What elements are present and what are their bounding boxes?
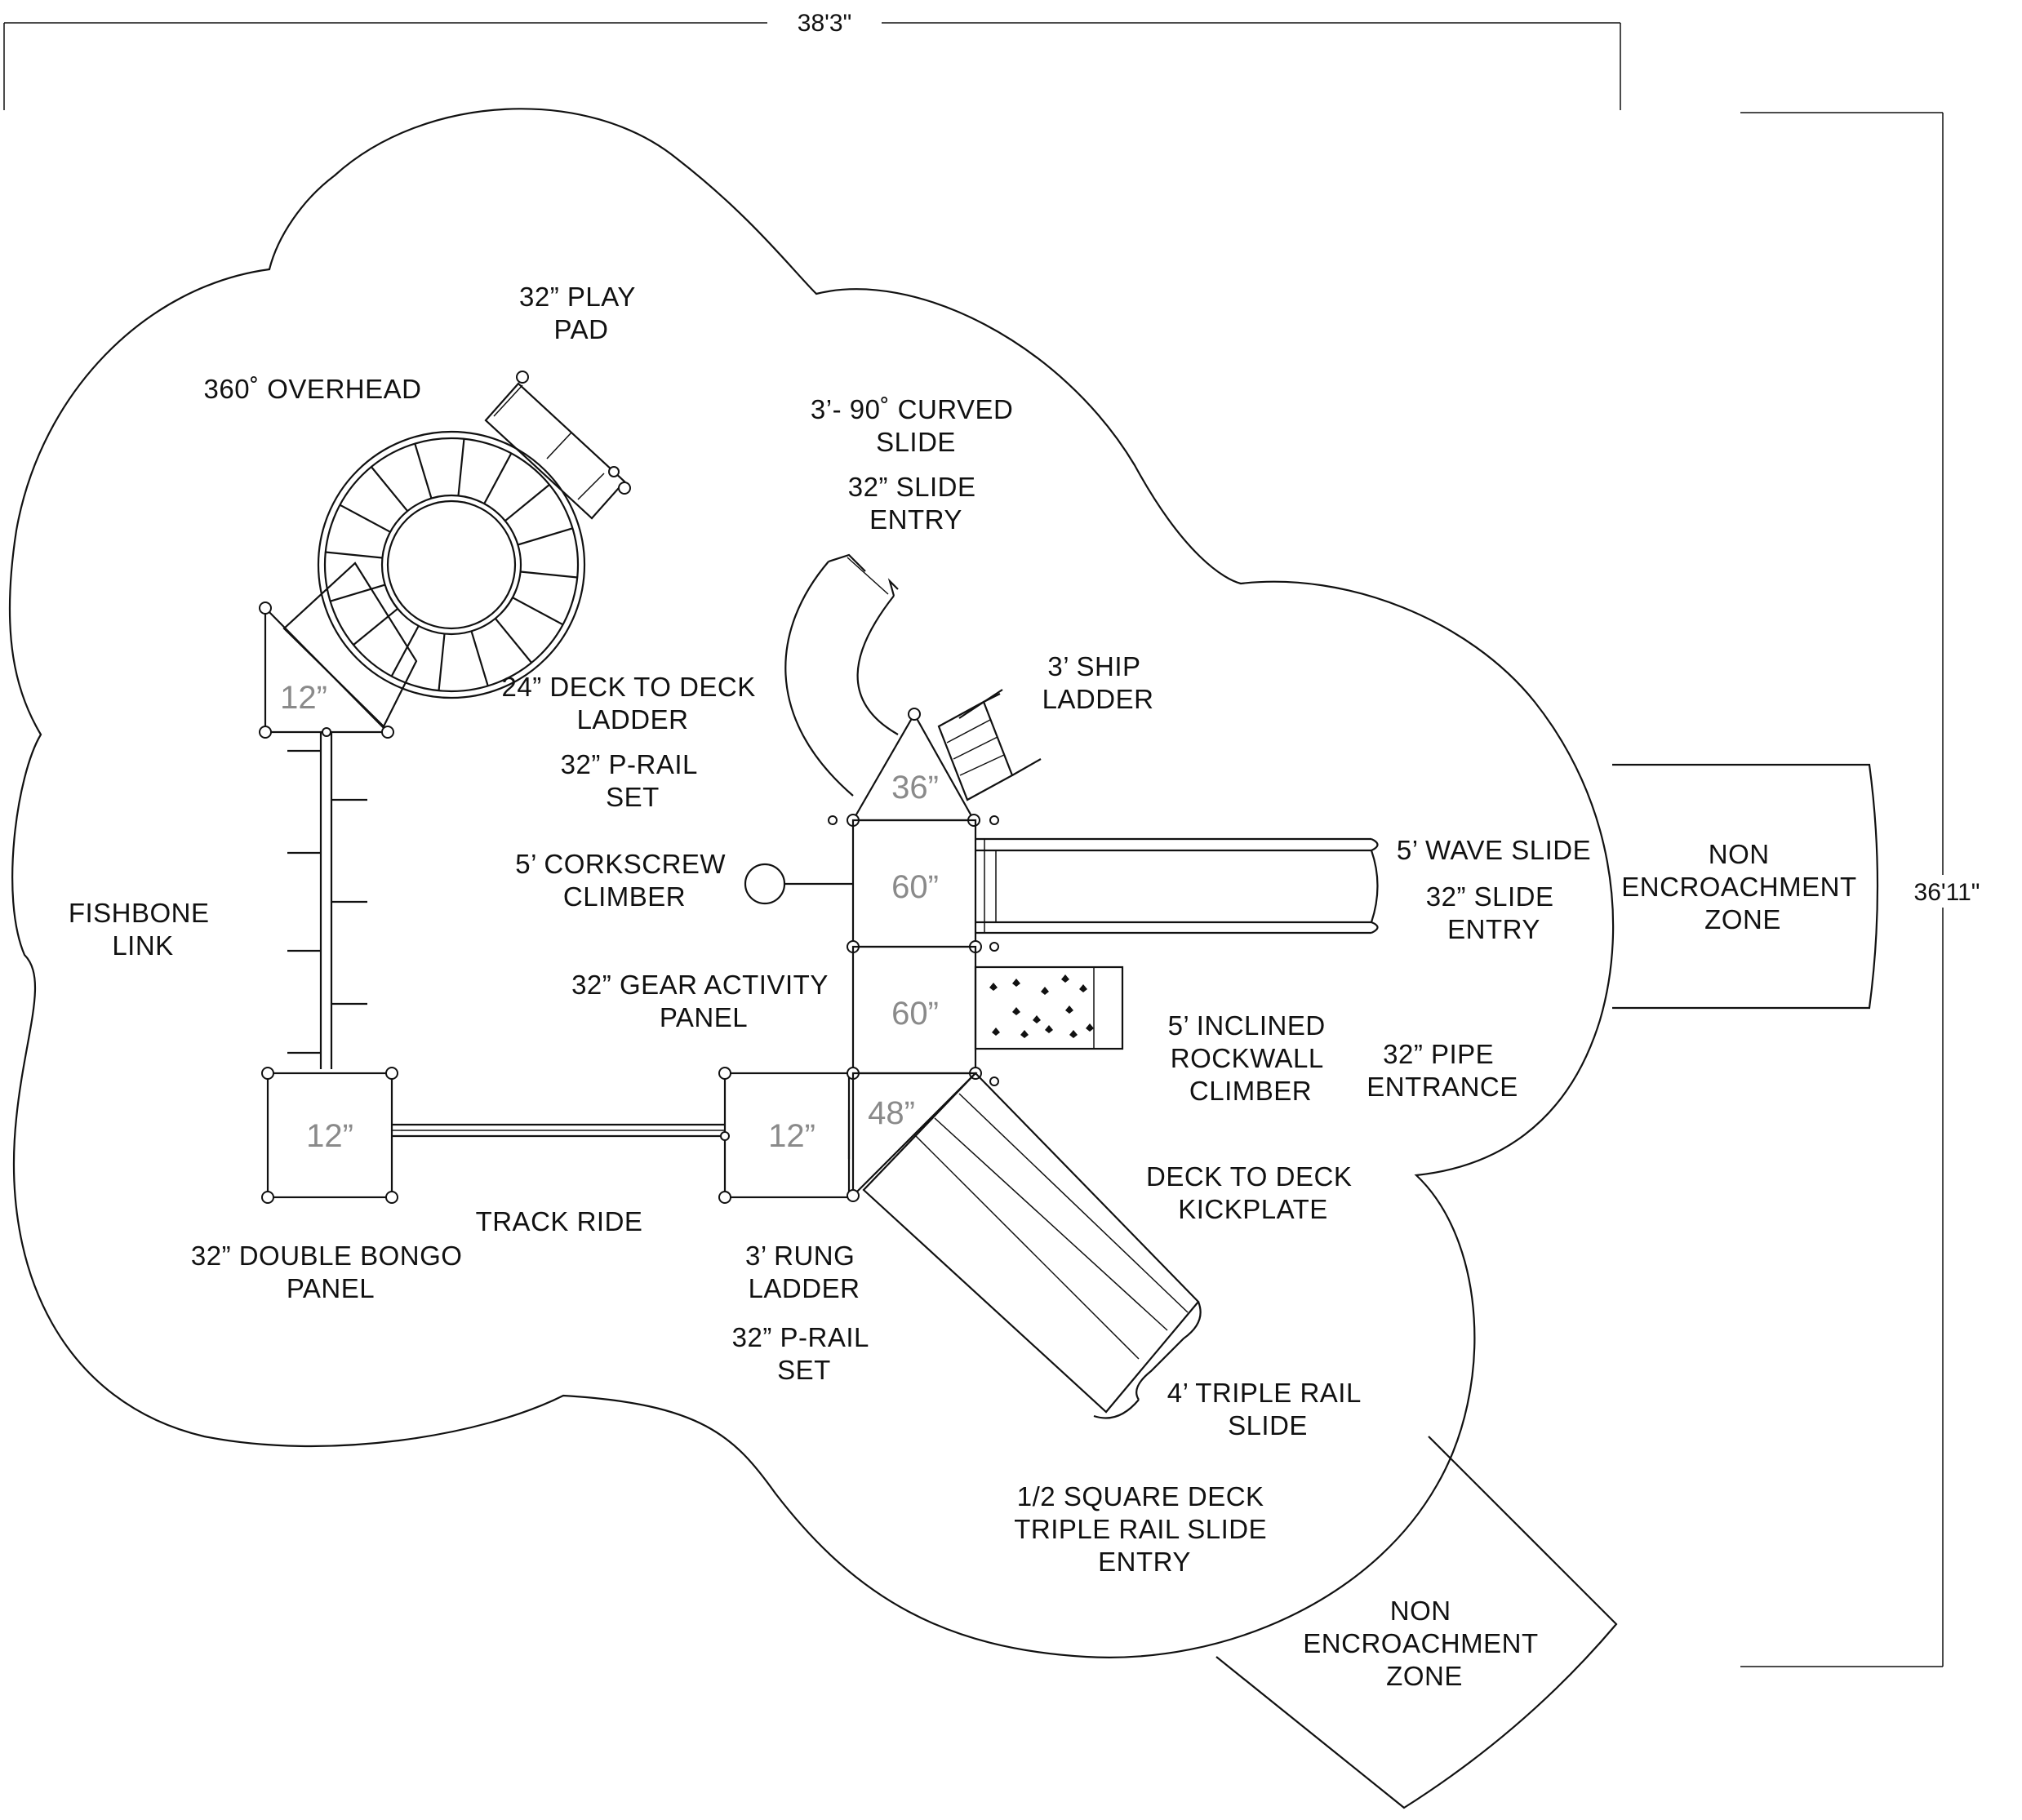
non-encroachment-zone-right: NON ENCROACHMENT ZONE <box>1612 763 1879 1010</box>
use-zone-outline <box>8 108 1615 1658</box>
label-overhead: 360˚ OVERHEAD <box>204 374 422 404</box>
overhead-spoke <box>339 504 391 533</box>
nez-right-line-2: ENCROACHMENT <box>1621 872 1856 902</box>
overhead-wheel <box>317 430 586 699</box>
label-slide-entry-top: 32” SLIDE ENTRY <box>848 472 984 535</box>
label-prail-bottom: 32” P-RAIL SET <box>732 1322 877 1385</box>
rockwall-hold <box>1012 1007 1020 1015</box>
label-track-ride: TRACK RIDE <box>476 1206 643 1236</box>
label-play-pad: 32” PLAY PAD <box>519 282 643 344</box>
label-rung-ladder: 3’ RUNG LADDER <box>745 1241 863 1303</box>
deck-lower-height: 60” <box>891 996 939 1032</box>
nez-right-line-3: ZONE <box>1704 904 1781 934</box>
overhead-spoke <box>353 607 398 646</box>
overhead-spoke <box>325 551 383 559</box>
overhead-spoke <box>330 584 385 602</box>
label-gear-panel: 32” GEAR ACTIVITY PANEL <box>571 970 836 1032</box>
rockwall-hold <box>992 1028 1000 1036</box>
deck-lower: 60” <box>847 945 999 1086</box>
corkscrew-climber <box>744 863 853 905</box>
rockwall-hold <box>1045 1025 1053 1033</box>
rockwall-hold <box>1069 1030 1078 1038</box>
svg-text:NON ENCROACHMENT Z: NON ENCROACHMENT ZONE <box>1303 1596 1545 1691</box>
non-encroachment-zone-bottom: NON ENCROACHMENT ZONE <box>1215 1436 1618 1809</box>
label-bongo: 32” DOUBLE BONGO PANEL <box>191 1241 470 1303</box>
overhead-spoke <box>457 438 465 496</box>
wave-slide <box>975 837 1379 934</box>
rockwall-hold <box>989 983 998 991</box>
label-half-deck: 1/2 SQUARE DECK TRIPLE RAIL SLIDE ENTRY <box>1014 1481 1275 1577</box>
rockwall-hold <box>1012 979 1020 987</box>
nez-bottom-line-1: NON <box>1390 1596 1451 1626</box>
overhead-spoke <box>390 625 420 677</box>
rockwall-hold <box>1020 1030 1029 1038</box>
fishbone-link <box>287 732 367 1069</box>
label-deck-ladder: 24” DECK TO DECK LADDER <box>502 672 764 735</box>
height-label: 36'11" <box>1914 879 1980 906</box>
deck-mid-height: 12” <box>768 1118 815 1154</box>
height-dimension: 36'11" <box>1740 112 1992 1667</box>
deck-upper-height: 60” <box>891 869 939 905</box>
rockwall-hold <box>1061 974 1069 983</box>
label-rockwall: 5’ INCLINED ROCKWALL CLIMBER <box>1168 1010 1334 1106</box>
label-slide-entry-right: 32” SLIDE ENTRY <box>1426 881 1562 944</box>
play-pad <box>484 371 631 520</box>
triangle-deck-top: 36” <box>828 708 999 827</box>
triangle-deck-left: 12” <box>259 601 394 739</box>
label-kickplate: DECK TO DECK KICKPLATE <box>1146 1161 1360 1224</box>
label-curved-slide: 3’- 90˚ CURVED SLIDE <box>811 394 1021 457</box>
nez-bottom-line-2: ENCROACHMENT <box>1303 1628 1538 1658</box>
label-wave-slide: 5’ WAVE SLIDE <box>1397 835 1591 865</box>
half-deck: 48” <box>847 1072 978 1202</box>
overhead-spoke <box>371 466 409 512</box>
overhead-spoke <box>414 443 433 499</box>
triangle-deck-left-height: 12” <box>280 680 327 716</box>
label-triple-slide: 4’ TRIPLE RAIL SLIDE <box>1167 1378 1369 1440</box>
overhead-spoke <box>470 631 489 686</box>
overhead-spoke <box>512 597 564 626</box>
deck-left: 12” <box>261 1067 398 1204</box>
rockwall-hold <box>1041 987 1049 995</box>
nez-right-line-1: NON <box>1709 839 1770 869</box>
overhead-spoke <box>483 452 513 504</box>
half-deck-height: 48” <box>868 1095 915 1131</box>
svg-text:NON ENCROACHMENT Z: NON ENCROACHMENT ZONE <box>1621 839 1864 934</box>
deck-left-height: 12” <box>306 1118 353 1154</box>
rockwall-hold <box>1065 1005 1073 1014</box>
overhead-spoke <box>494 618 532 664</box>
label-ship-ladder: 3’ SHIP LADDER <box>1042 651 1154 714</box>
ship-ladder <box>937 689 1042 801</box>
overhead-spoke <box>504 484 550 522</box>
label-corkscrew: 5’ CORKSCREW CLIMBER <box>515 849 733 912</box>
label-pipe-entrance: 32” PIPE ENTRANCE <box>1367 1039 1518 1102</box>
deck-mid: 12” <box>718 1067 851 1204</box>
width-label: 38'3" <box>798 10 851 37</box>
rockwall-climber <box>974 965 1124 1050</box>
rockwall-hold <box>1086 1023 1094 1032</box>
triple-rail-slide <box>862 1072 1202 1419</box>
width-dimension: 38'3" <box>3 8 1621 110</box>
label-fishbone: FISHBONE LINK <box>69 898 217 961</box>
triangle-deck-top-height: 36” <box>891 770 939 806</box>
overhead-spoke <box>518 527 573 546</box>
curved-slide <box>784 553 899 797</box>
rockwall-hold <box>1079 984 1087 992</box>
rockwall-hold <box>1033 1015 1041 1023</box>
overhead-spoke <box>520 570 578 579</box>
track-ride <box>392 1123 725 1138</box>
nez-bottom-line-3: ZONE <box>1386 1661 1463 1691</box>
overhead-spoke <box>438 633 446 691</box>
label-prail-top: 32” P-RAIL SET <box>561 749 705 812</box>
component-labels: 32” PLAY PAD 360˚ OVERHEAD 3’- 90˚ CURVE… <box>69 282 1591 1577</box>
